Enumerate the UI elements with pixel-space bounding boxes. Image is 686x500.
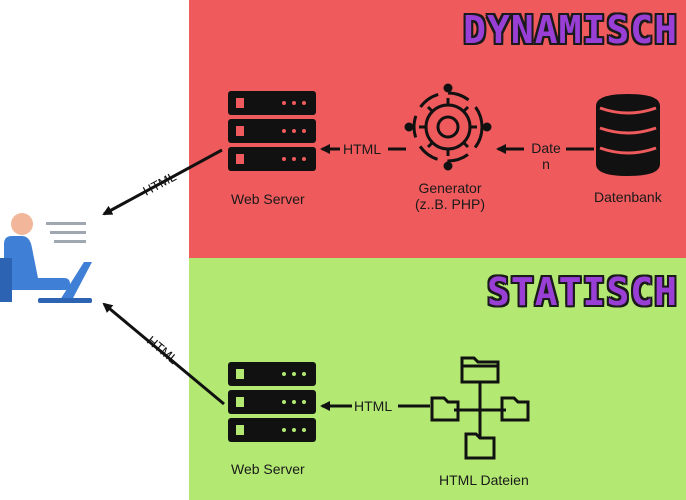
arrow-dyn-server-to-user	[102, 148, 223, 216]
folder-tree-icon	[430, 356, 530, 460]
dyn-to-user-label: HTML	[140, 169, 178, 199]
dynamic-web-server-label: Web Server	[231, 191, 305, 207]
static-title: STATISCH	[486, 270, 678, 314]
dynamic-web-server-icon	[228, 91, 316, 171]
generator-label-line2: (z..B. PHP)	[414, 196, 485, 212]
dynamic-title: DYNAMISCH	[463, 8, 678, 52]
database-label: Datenbank	[594, 189, 662, 205]
daten-arrow-label-line1: Date	[531, 140, 561, 156]
database-icon	[596, 94, 660, 176]
html-files-label: HTML Dateien	[439, 472, 529, 488]
arrow-stat-server-to-user	[102, 302, 225, 406]
stat-to-user-label: HTML	[144, 333, 181, 367]
dyn-html-arrow-label: HTML	[343, 141, 382, 157]
static-web-server-icon	[228, 362, 316, 442]
static-web-server-label: Web Server	[231, 461, 305, 477]
static-html-arrow-label: HTML	[354, 398, 393, 414]
user-computer-icon	[0, 213, 92, 303]
generator-label: Generator (z..B. PHP)	[398, 180, 502, 212]
daten-arrow-label-line2: n	[542, 156, 550, 172]
gear-icon	[404, 83, 492, 171]
generator-label-line1: Generator	[418, 180, 482, 196]
daten-arrow-label: Date n	[528, 140, 564, 172]
